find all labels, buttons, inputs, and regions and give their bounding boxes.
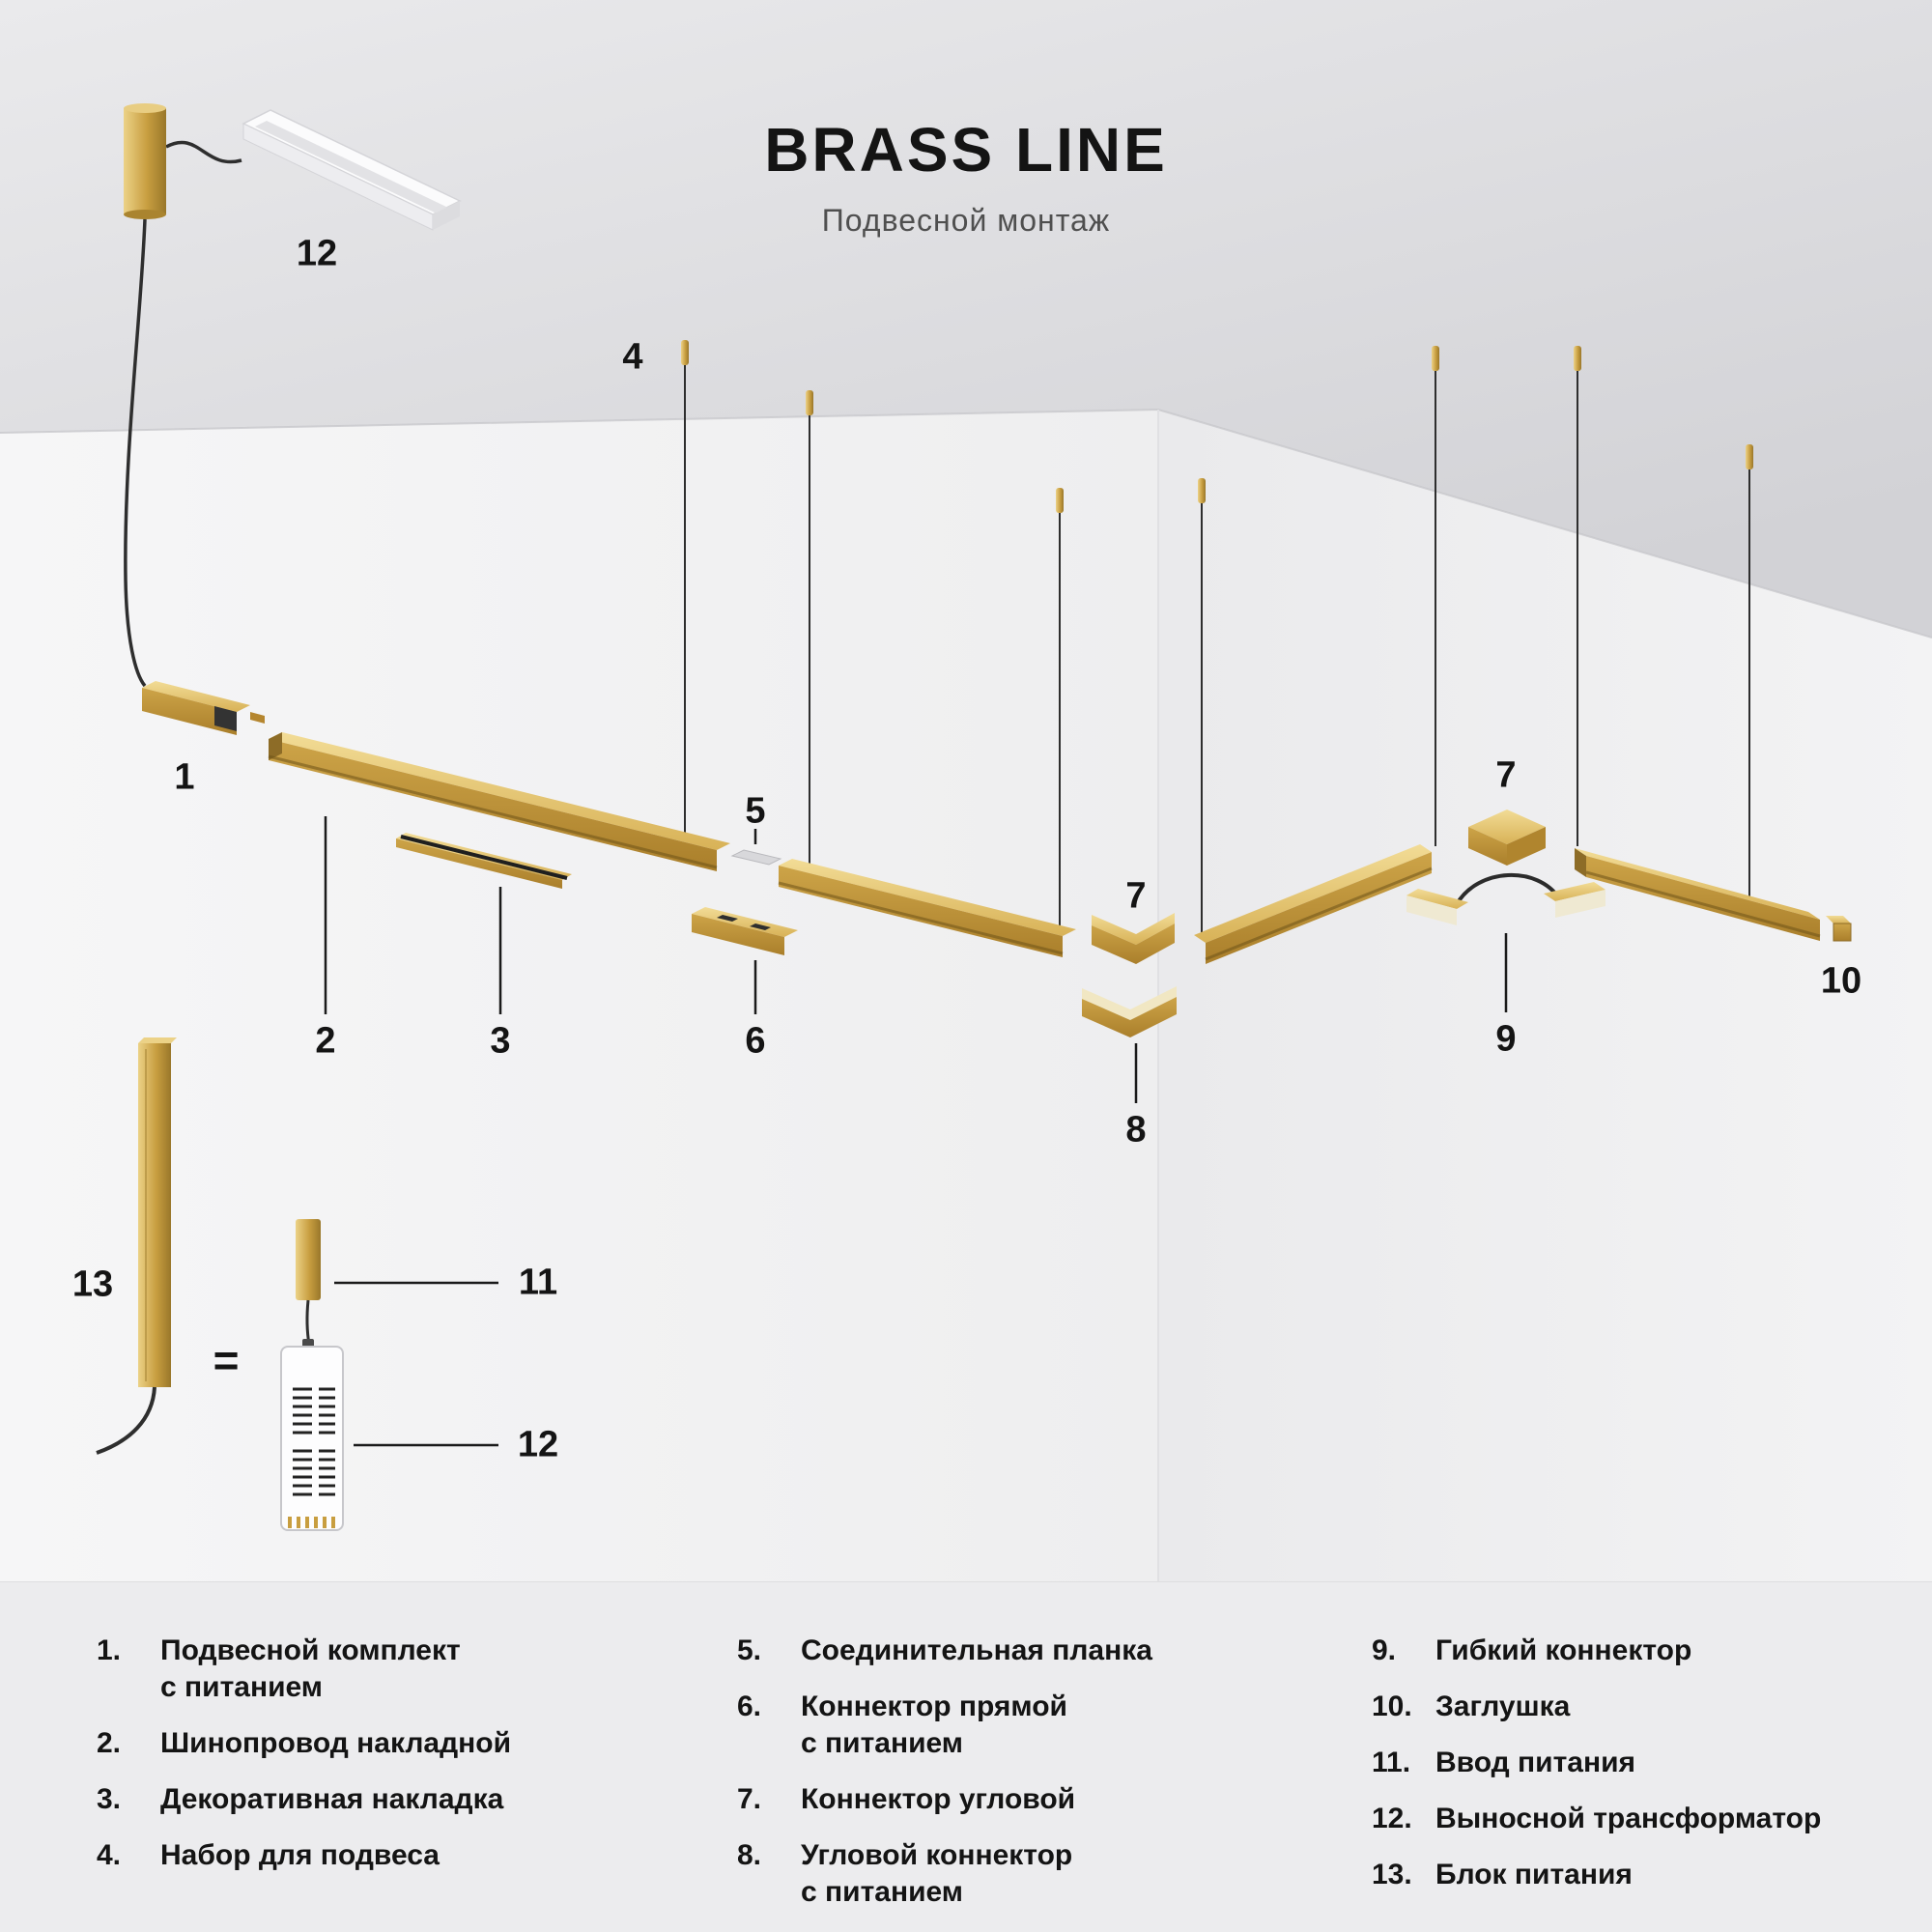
legend-item-label: Блок питания bbox=[1435, 1859, 1633, 1891]
legend-column-1: 1. Подвесной комплект с питанием 2. Шино… bbox=[97, 1633, 676, 1893]
corner-connector-right bbox=[1468, 810, 1546, 866]
canopy-cylinder bbox=[124, 108, 166, 214]
legend: 1. Подвесной комплект с питанием 2. Шино… bbox=[0, 1581, 1932, 1932]
callout-power-input: 11 bbox=[518, 1262, 558, 1303]
legend-item-label: Гибкий коннектор bbox=[1435, 1634, 1692, 1666]
callout-cover: 3 bbox=[490, 1020, 511, 1062]
page-title: BRASS LINE bbox=[764, 115, 1168, 185]
legend-item-number: 4. bbox=[97, 1839, 122, 1872]
callout-plate: 5 bbox=[745, 790, 766, 832]
room-scene bbox=[0, 0, 1932, 1581]
flexible-connector bbox=[1406, 872, 1605, 925]
callout-leader-lines bbox=[324, 816, 1508, 1447]
page-subtitle: Подвесной монтаж bbox=[821, 203, 1111, 238]
legend-item-13: 13. Блок питания bbox=[1372, 1857, 1913, 1893]
connector-pins bbox=[288, 1517, 335, 1528]
legend-item-7: 7. Коннектор угловой bbox=[737, 1781, 1336, 1818]
legend-item-number: 9. bbox=[1372, 1634, 1397, 1666]
remote-transformer-unit bbox=[280, 1339, 344, 1531]
ceiling-canopy-assembly bbox=[124, 103, 462, 688]
legend-item-label: Коннектор прямой с питанием bbox=[801, 1690, 1067, 1760]
header: BRASS LINE Подвесной монтаж bbox=[0, 114, 1932, 239]
room-surfaces bbox=[0, 0, 1932, 1581]
legend-item-label: Соединительная планка bbox=[801, 1634, 1152, 1666]
legend-item-9: 9. Гибкий коннектор bbox=[1372, 1633, 1913, 1669]
legend-item-label: Декоративная накладка bbox=[160, 1783, 504, 1816]
track-segment-d bbox=[1575, 848, 1821, 941]
right-wall bbox=[1158, 410, 1932, 1581]
legend-item-1: 1. Подвесной комплект с питанием bbox=[97, 1633, 676, 1706]
legend-item-label: Заглушка bbox=[1435, 1690, 1571, 1723]
legend-item-number: 5. bbox=[737, 1634, 762, 1666]
legend-item-12: 12. Выносной трансформатор bbox=[1372, 1801, 1913, 1837]
suspension-cables bbox=[684, 365, 1750, 939]
legend-item-10: 10. Заглушка bbox=[1372, 1689, 1913, 1725]
ceiling-fittings bbox=[681, 340, 1753, 513]
decorative-cover bbox=[396, 833, 572, 889]
legend-item-number: 12. bbox=[1372, 1803, 1412, 1835]
legend-column-3: 9. Гибкий коннектор 10. Заглушка 11. Вво… bbox=[1372, 1633, 1913, 1913]
equals-sign: = bbox=[213, 1335, 240, 1385]
track-segment-a bbox=[268, 732, 730, 871]
callout-track: 2 bbox=[315, 1020, 336, 1062]
legend-item-number: 6. bbox=[737, 1690, 762, 1723]
callout-suspension-kit: 4 bbox=[622, 336, 643, 378]
track-segment-b bbox=[778, 859, 1076, 957]
legend-item-number: 11. bbox=[1372, 1747, 1411, 1779]
legend-item-label: Подвесной комплект с питанием bbox=[160, 1634, 461, 1704]
power-supply-bar bbox=[96, 1037, 177, 1455]
legend-item-number: 2. bbox=[97, 1727, 122, 1760]
end-cap bbox=[1826, 916, 1852, 942]
legend-item-label: Шинопровод накладной bbox=[160, 1727, 512, 1760]
legend-item-number: 10. bbox=[1372, 1690, 1412, 1723]
legend-item-number: 8. bbox=[737, 1839, 762, 1872]
legend-item-number: 7. bbox=[737, 1783, 762, 1816]
canopy-drop-cable bbox=[124, 218, 147, 688]
legend-item-4: 4. Набор для подвеса bbox=[97, 1837, 676, 1874]
legend-item-label: Набор для подвеса bbox=[160, 1839, 440, 1872]
callout-transformer: 12 bbox=[517, 1424, 559, 1465]
callout-straight-connector: 6 bbox=[745, 1020, 766, 1062]
callout-power-bar: 13 bbox=[71, 1264, 114, 1305]
callout-end-cap: 10 bbox=[1820, 960, 1862, 1002]
legend-item-number: 1. bbox=[97, 1634, 122, 1666]
legend-item-3: 3. Декоративная накладка bbox=[97, 1781, 676, 1818]
legend-item-label: Ввод питания bbox=[1435, 1747, 1636, 1779]
track-segment-c bbox=[1194, 844, 1433, 964]
canopy-to-profile-cable bbox=[165, 140, 242, 164]
transformer-profile bbox=[242, 109, 462, 231]
corner-connector-left bbox=[1092, 913, 1175, 964]
callout-feed: 1 bbox=[174, 756, 195, 798]
vent-slots bbox=[293, 1387, 335, 1435]
legend-item-8: 8. Угловой коннектор с питанием bbox=[737, 1837, 1336, 1911]
legend-item-number: 13. bbox=[1372, 1859, 1412, 1891]
callout-corner-right: 7 bbox=[1495, 754, 1517, 796]
legend-item-2: 2. Шинопровод накладной bbox=[97, 1725, 676, 1762]
joining-plate bbox=[730, 849, 782, 866]
legend-item-label: Угловой коннектор с питанием bbox=[801, 1839, 1073, 1909]
ceiling bbox=[0, 0, 1932, 638]
legend-item-6: 6. Коннектор прямой с питанием bbox=[737, 1689, 1336, 1762]
callout-flex-connector: 9 bbox=[1495, 1018, 1517, 1060]
legend-item-label: Выносной трансформатор bbox=[1435, 1803, 1822, 1835]
legend-item-label: Коннектор угловой bbox=[801, 1783, 1076, 1816]
corner-connector-powered bbox=[1082, 986, 1177, 1037]
vent-slots-2 bbox=[293, 1449, 335, 1496]
callout-corner-left: 7 bbox=[1125, 875, 1147, 917]
legend-item-11: 11. Ввод питания bbox=[1372, 1745, 1913, 1781]
legend-column-2: 5. Соединительная планка 6. Коннектор пр… bbox=[737, 1633, 1336, 1931]
left-wall bbox=[0, 410, 1158, 1581]
callout-corner-powered: 8 bbox=[1125, 1109, 1147, 1151]
callout-transformer-profile: 12 bbox=[296, 233, 338, 274]
feed-box bbox=[142, 681, 265, 735]
legend-item-5: 5. Соединительная планка bbox=[737, 1633, 1336, 1669]
straight-connector bbox=[692, 907, 798, 955]
legend-item-number: 3. bbox=[97, 1783, 122, 1816]
